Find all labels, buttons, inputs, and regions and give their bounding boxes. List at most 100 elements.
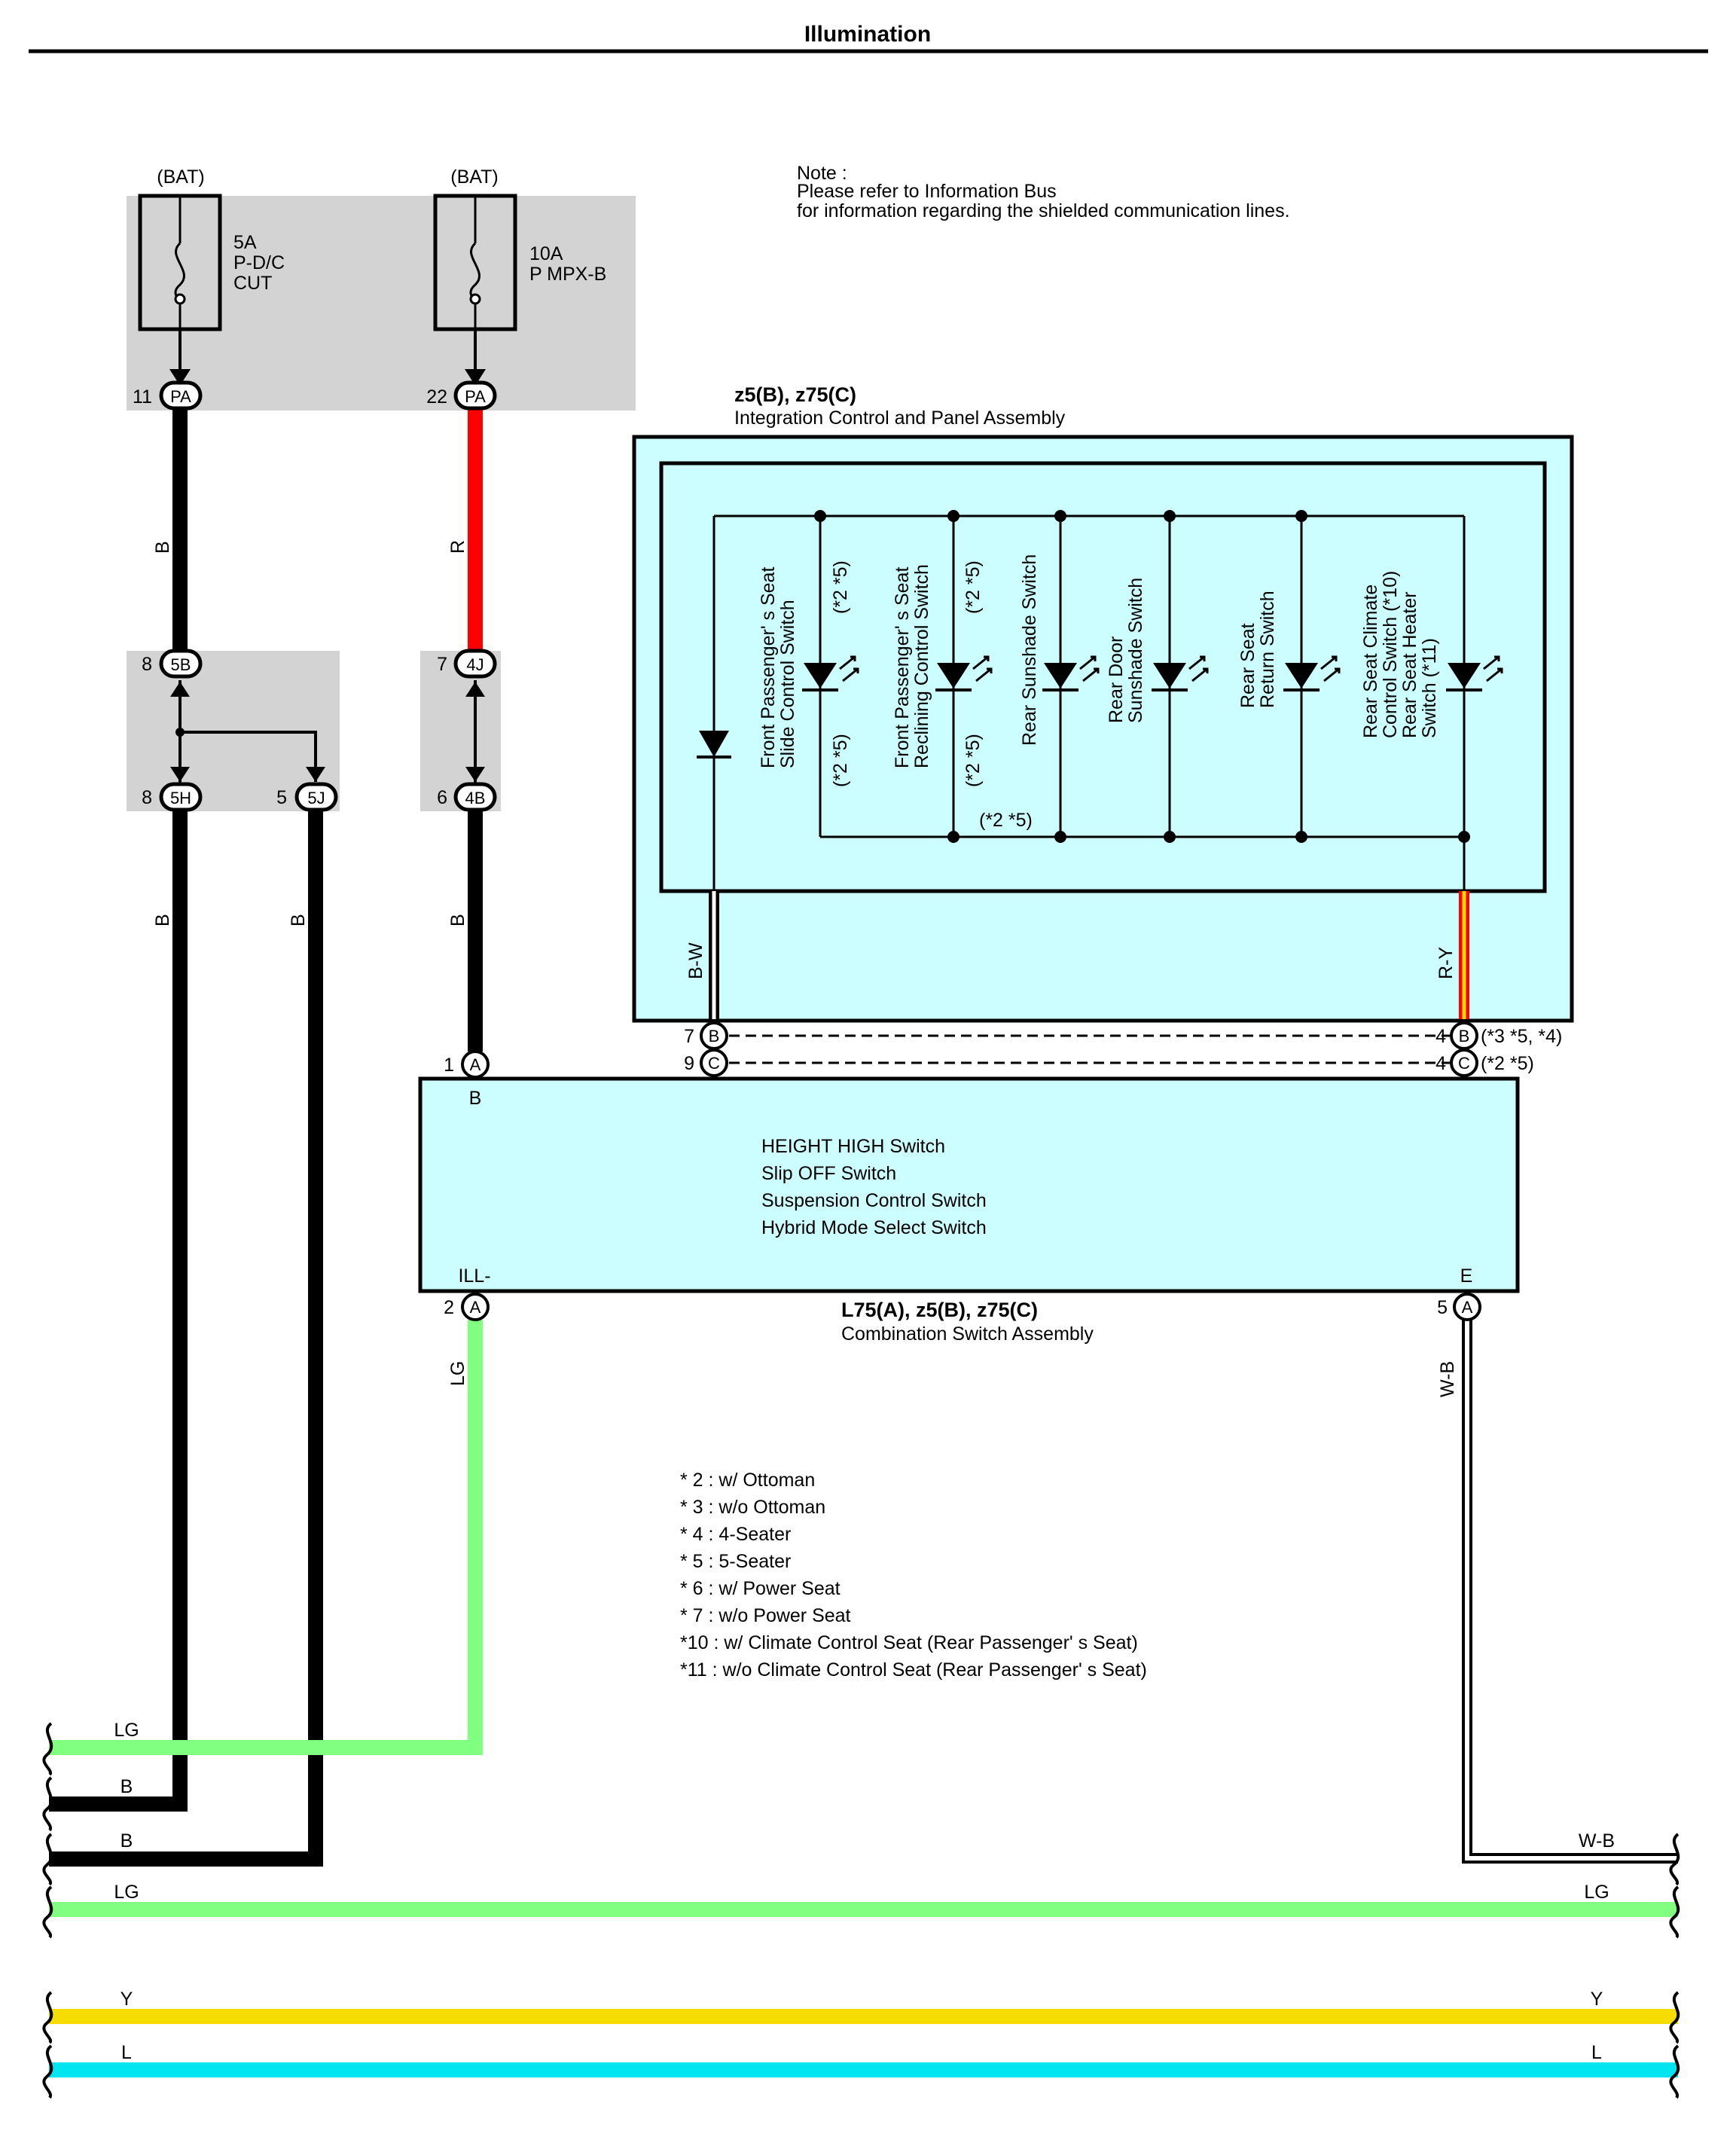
diagram-title: Illumination (804, 22, 931, 47)
svg-text:Rear Door: Rear Door (1106, 636, 1127, 723)
svg-text:Switch (*11): Switch (*11) (1419, 638, 1440, 738)
note: Note : Please refer to Information Bus f… (797, 163, 1290, 221)
svg-text:P-D/C: P-D/C (233, 252, 285, 273)
panel-name: Integration Control and Panel Assembly (734, 408, 1066, 429)
label-l-h1: L (121, 2042, 132, 2063)
led-4 (1152, 655, 1209, 691)
connector-4b: 4B 6 (437, 782, 497, 812)
svg-text:11: 11 (133, 386, 152, 408)
note-25-a: (*2 *5) (830, 560, 851, 614)
svg-text:Hybrid Mode Select Switch: Hybrid Mode Select Switch (761, 1217, 987, 1238)
label-y-h1: Y (121, 1989, 133, 2010)
connector-pa-22: PA 22 (426, 380, 497, 411)
svg-text:Return Switch: Return Switch (1257, 591, 1278, 708)
connector-panel-c-9: C 9 (684, 1049, 728, 1077)
switch-label-4: Rear Door Sunshade Switch (1106, 578, 1146, 723)
svg-text:7: 7 (437, 654, 447, 675)
svg-text:7: 7 (684, 1026, 694, 1047)
svg-text:P MPX-B: P MPX-B (529, 264, 606, 285)
label-b-3: B (288, 914, 309, 926)
label-lg-h2: LG (114, 1882, 139, 1903)
label-y-h2: Y (1591, 1989, 1603, 2010)
svg-text:B: B (447, 914, 468, 926)
svg-text:4B: 4B (465, 789, 486, 807)
connector-panel-b-4: B 4 (*3 *5, *4) (1435, 1021, 1562, 1050)
label-b-h1: B (121, 1776, 133, 1797)
svg-text:Rear Seat Climate: Rear Seat Climate (1360, 585, 1381, 738)
connector-4j: 4J 7 (437, 649, 497, 679)
svg-text:* 6 : w/ Power Seat: * 6 : w/ Power Seat (680, 1578, 841, 1599)
label-lg-h3: LG (1584, 1882, 1609, 1903)
connector-5j: 5J 5 (276, 782, 338, 812)
svg-text:R-Y: R-Y (1435, 947, 1457, 979)
svg-text:8: 8 (142, 654, 152, 675)
svg-text:* 4 : 4-Seater: * 4 : 4-Seater (680, 1524, 791, 1545)
svg-text:(*2 *5): (*2 *5) (830, 734, 851, 787)
note-25-c: (*2 *5) (963, 560, 984, 614)
integration-panel-inner (659, 461, 1547, 893)
wire-b-5h (49, 810, 188, 1812)
connector-panel-b-7: B 7 (684, 1021, 728, 1050)
svg-text:C: C (708, 1054, 720, 1073)
svg-text:(*2 *5): (*2 *5) (963, 560, 984, 614)
svg-text:(*2 *5): (*2 *5) (1481, 1053, 1534, 1074)
svg-text:Front Passenger' s Seat: Front Passenger' s Seat (892, 567, 913, 768)
svg-text:HEIGHT HIGH Switch: HEIGHT HIGH Switch (761, 1136, 945, 1157)
combination-switch-box (418, 1076, 1520, 1293)
svg-text:Rear Sunshade Switch: Rear Sunshade Switch (1019, 554, 1040, 746)
label-bw: B-W (685, 942, 706, 979)
led-3 (1042, 655, 1100, 691)
label-l-h2: L (1591, 2042, 1602, 2063)
svg-text:A: A (470, 1298, 481, 1317)
combo-terminal-ill: ILL- (458, 1265, 490, 1287)
svg-text:R: R (447, 540, 468, 554)
svg-text:(BAT): (BAT) (157, 166, 204, 188)
svg-text:Rear Seat: Rear Seat (1237, 623, 1259, 708)
svg-text:5J: 5J (307, 789, 325, 807)
led-5 (1283, 655, 1341, 691)
svg-text:B: B (152, 541, 173, 554)
label-lg-1: LG (447, 1361, 468, 1386)
label-wb-1: W-B (1437, 1361, 1458, 1397)
connector-combo-a5: A 5 (1437, 1293, 1481, 1321)
svg-text:* 2 : w/ Ottoman: * 2 : w/ Ottoman (680, 1470, 815, 1491)
svg-text:8: 8 (142, 787, 152, 808)
switch-label-2: Front Passenger' s Seat Reclining Contro… (892, 564, 932, 768)
legend: * 2 : w/ Ottoman * 3 : w/o Ottoman * 4 :… (680, 1470, 1147, 1681)
wire-wb-outer (1462, 1320, 1678, 1864)
note-25-e: (*2 *5) (979, 810, 1033, 831)
svg-text:for information regarding the: for information regarding the shielded c… (797, 200, 1290, 221)
svg-text:A: A (1462, 1298, 1473, 1317)
svg-text:B: B (288, 914, 309, 926)
panel-codes: z5(B), z75(C) (734, 383, 856, 406)
svg-text:Sunshade Switch: Sunshade Switch (1125, 578, 1146, 723)
connector-combo-a1: A 1 (444, 1050, 490, 1079)
label-b-1: B (152, 541, 173, 554)
connector-combo-a2: A 2 (444, 1293, 490, 1321)
switch-label-5: Rear Seat Return Switch (1237, 591, 1278, 708)
svg-text:4J: 4J (466, 655, 484, 674)
svg-text:Suspension Control Switch: Suspension Control Switch (761, 1190, 987, 1211)
svg-text:1: 1 (444, 1055, 454, 1076)
combo-name: Combination Switch Assembly (841, 1323, 1094, 1345)
svg-text:Slide Control Switch: Slide Control Switch (777, 600, 798, 768)
combo-terminal-e: E (1460, 1265, 1473, 1287)
led-1 (802, 655, 859, 691)
break-marks-right (1669, 1833, 1680, 2099)
svg-text:22: 22 (426, 386, 447, 408)
connector-pa-11: PA 11 (133, 380, 203, 411)
label-b-h2: B (121, 1830, 133, 1851)
svg-text:5: 5 (276, 787, 287, 808)
svg-text:*10 : w/ Climate Control Seat: *10 : w/ Climate Control Seat (Rear Pass… (680, 1632, 1138, 1653)
svg-text:W-B: W-B (1437, 1361, 1458, 1397)
connector-5b: 5B 8 (142, 649, 203, 679)
label-r: R (447, 540, 468, 554)
svg-text:B: B (1459, 1027, 1470, 1046)
label-b-4: B (447, 914, 468, 926)
label-wb-h: W-B (1579, 1830, 1615, 1851)
svg-text:* 7 : w/o Power Seat: * 7 : w/o Power Seat (680, 1605, 851, 1626)
svg-text:Please refer to Information Bu: Please refer to Information Bus (797, 181, 1057, 202)
svg-text:LG: LG (447, 1361, 468, 1386)
switch-label-6: Rear Seat Climate Control Switch (*10) R… (1360, 571, 1440, 738)
